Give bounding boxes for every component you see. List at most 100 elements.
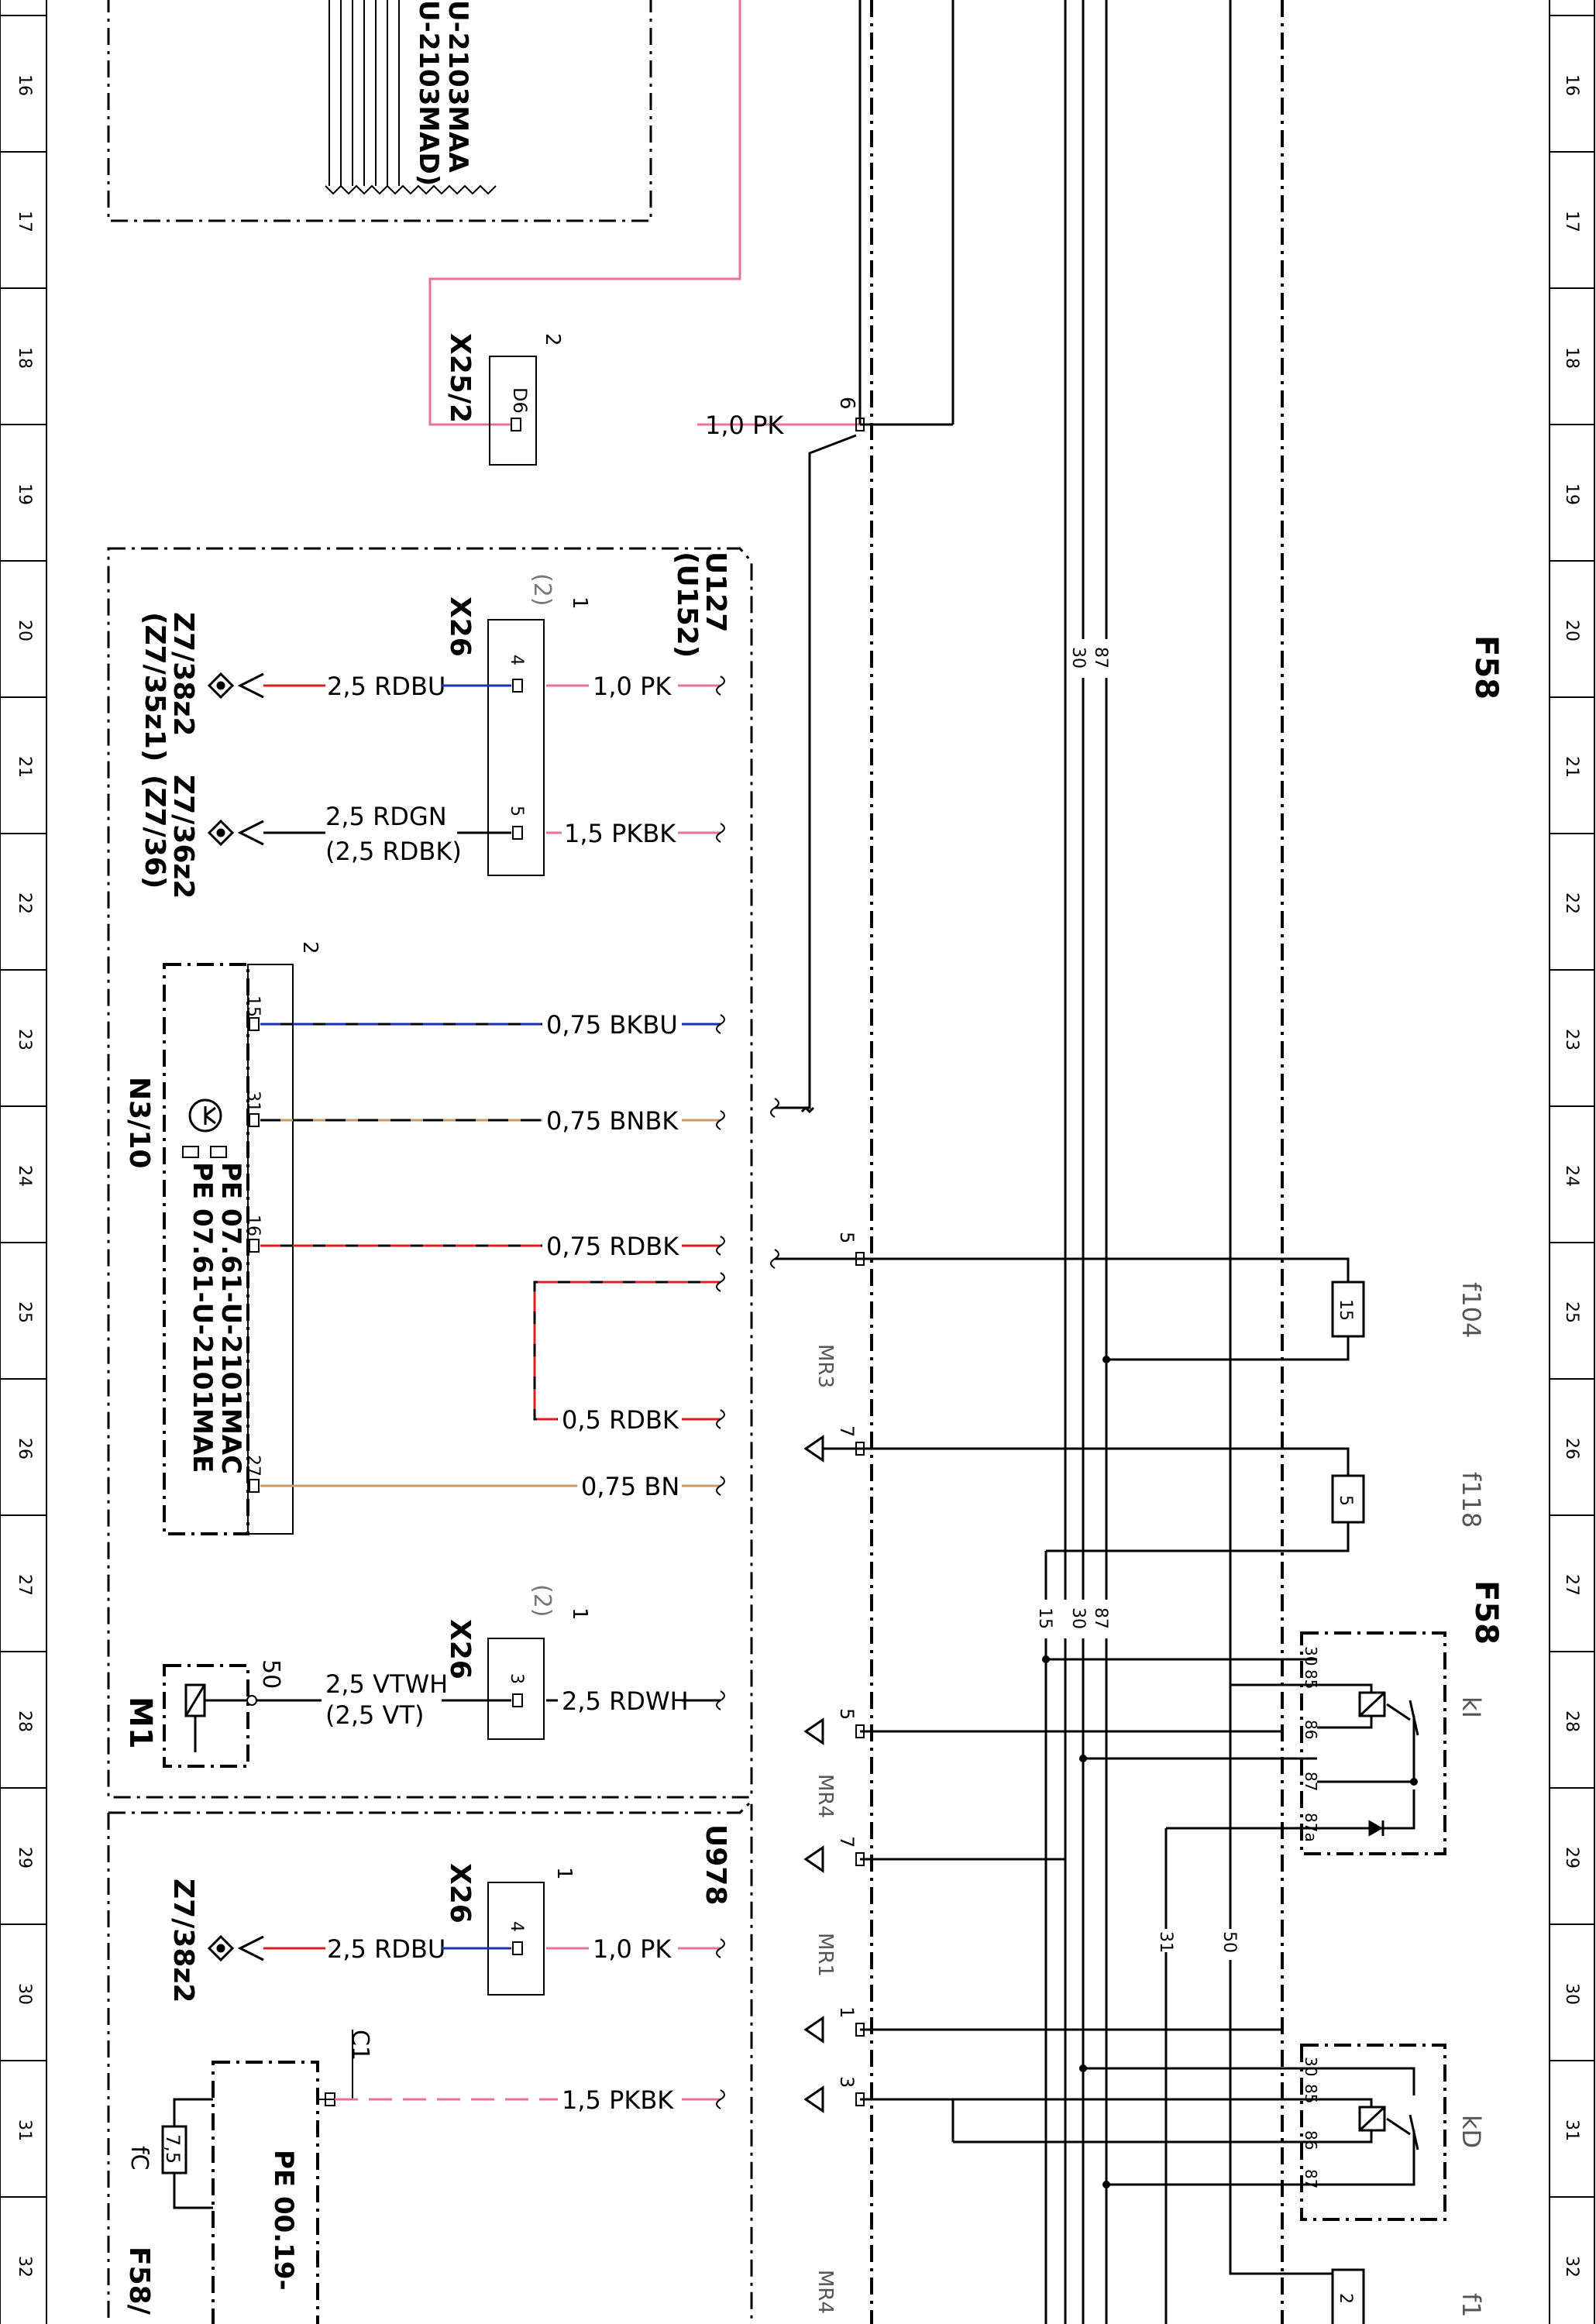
svg-text:86: 86 [1302,1720,1320,1739]
ground-z7-35z1: (Z7/35z1) [139,612,170,761]
grid-number: 29 [1562,1847,1581,1868]
svg-text:1: 1 [552,1867,576,1880]
svg-text:0,5 RDBK: 0,5 RDBK [562,1405,679,1435]
grid-number: 22 [1562,892,1581,914]
svg-text:1,5 PKBK: 1,5 PKBK [562,2085,674,2115]
module-u978: U978 X26 1 Z7/38z2 2,5 RDBU 4 1,0 PK C1 … [107,1798,753,2324]
svg-text:2,5 RDGN: 2,5 RDGN [325,802,447,831]
splice-mr1: MR1 1 3 [813,1933,858,2088]
terminal-labels: 31 50 [1156,1929,1241,1960]
m1-name: M1 [122,1697,158,1749]
wire-pink-x25 [428,0,860,426]
grid-number: 30 [15,1983,34,2005]
grid-number: 25 [1562,1301,1581,1323]
svg-text:2: 2 [1336,2293,1355,2304]
svg-text:30: 30 [1302,2057,1320,2076]
svg-text:1,0 PK: 1,0 PK [593,1934,672,1964]
ground-z7-36z2: Z7/36z2 [167,775,199,899]
svg-text:kI: kI [1457,1697,1486,1718]
svg-text:f1: f1 [1457,2293,1486,2318]
fuse-f1: 2 f1 [1282,2268,1486,2324]
svg-text:2,5 RDBU: 2,5 RDBU [327,1934,445,1964]
svg-text:5: 5 [507,806,526,816]
grid-number: 18 [15,347,34,369]
harness-label-1: U-2103MAA [442,0,473,173]
transistor-icon [188,1098,222,1133]
svg-text:X26: X26 [444,596,476,657]
svg-text:27: 27 [243,1455,263,1477]
svg-text:(2): (2) [528,1584,556,1618]
svg-text:f118: f118 [1457,1472,1486,1528]
grid-number: 23 [15,1029,34,1050]
grid-number: 28 [15,1710,34,1732]
svg-text:15: 15 [1336,1299,1355,1321]
svg-text:7: 7 [836,1836,858,1848]
svg-text:5: 5 [836,1708,858,1720]
svg-text:31: 31 [243,1091,263,1112]
grid-number: 24 [15,1165,34,1187]
svg-text:30: 30 [1068,647,1088,669]
n3-10-name: N3/10 [123,1077,155,1168]
svg-text:0,75 RDBK: 0,75 RDBK [546,1232,679,1261]
grid-number: 28 [1562,1710,1581,1732]
svg-text:F58/: F58/ [123,2247,155,2315]
svg-text:(2,5 RDBK): (2,5 RDBK) [325,837,462,866]
grid-number: 18 [1562,347,1581,369]
splice-wires [775,434,1282,2324]
grid-number: 23 [1562,1029,1581,1050]
svg-text:5: 5 [1336,1495,1355,1506]
grid-number: 29 [15,1847,34,1868]
relay-kD: kD 30 85 86 87 [860,2044,1486,2221]
svg-text:U978: U978 [700,1824,731,1905]
svg-text:kD: kD [1457,2115,1486,2148]
svg-text:3: 3 [836,2076,858,2088]
svg-text:f104: f104 [1457,1282,1486,1338]
n3-ref-1: PE 07.61-U-2101MAC [215,1162,246,1474]
grid-number: 26 [15,1438,34,1459]
svg-text:7: 7 [836,1425,858,1437]
svg-text:MR4: MR4 [813,2270,837,2314]
grid-number: 16 [15,74,34,96]
svg-text:85: 85 [1302,2084,1320,2103]
n3-wire-31: 31 0,75 BNBK [243,1091,721,1136]
ground-symbol [207,672,264,700]
svg-text:2,5 VTWH: 2,5 VTWH [325,1669,448,1699]
svg-text:86: 86 [1302,2130,1320,2150]
n3-ref-2: PE 07.61-U-2101MAE [187,1162,218,1473]
fuse-box-label: F58 [1468,635,1504,700]
ground-z7-38z2: Z7/38z2 [167,612,199,736]
svg-text:2,5 RDWH: 2,5 RDWH [562,1686,689,1716]
svg-text:MR3: MR3 [813,1344,837,1388]
svg-text:F58: F58 [1468,1580,1504,1645]
grid-number: 31 [1562,2119,1581,2141]
grid-number: 32 [1562,2256,1581,2278]
grid-number: 20 [15,620,34,641]
svg-text:0,75 BNBK: 0,75 BNBK [546,1106,679,1136]
svg-text:87a: 87a [1302,1813,1320,1842]
svg-text:Z7/38z2: Z7/38z2 [167,1879,199,2003]
svg-text:1: 1 [568,1607,591,1621]
svg-text:50: 50 [1219,1931,1239,1953]
splice-mr4-lower: MR4 [813,2270,837,2314]
grid-number: 17 [1562,211,1581,232]
grid-number: 20 [1562,620,1581,641]
module-u127: U127 (U152) X26 1 (2) Z7/38z2 (Z7/35z1) … [107,547,753,1799]
u127-alt: (U152) [671,552,703,658]
svg-text:7,5: 7,5 [162,2134,184,2164]
svg-text:31: 31 [1156,1931,1175,1953]
grid-number: 19 [1562,483,1581,505]
grid-number: 16 [1562,74,1581,96]
grid-number: 32 [15,2256,34,2278]
x25-wire: 1,0 PK [705,411,784,440]
top-harness-block: U-2103MAA U-2103MAD) [107,0,652,222]
splice-cavities [855,418,865,2106]
grid-number: 19 [15,483,34,505]
grid-number: 27 [1562,1574,1581,1596]
bus-labels-upper: 30 87 15 30 87 [1034,639,1116,1638]
svg-text:MR4: MR4 [813,1774,837,1818]
x25-name: X25/2 [444,333,476,423]
svg-text:0,75 BKBU: 0,75 BKBU [546,1010,678,1040]
svg-text:87: 87 [1302,2169,1320,2188]
grid-number: 24 [1562,1165,1581,1187]
grid-number: 22 [15,892,34,914]
